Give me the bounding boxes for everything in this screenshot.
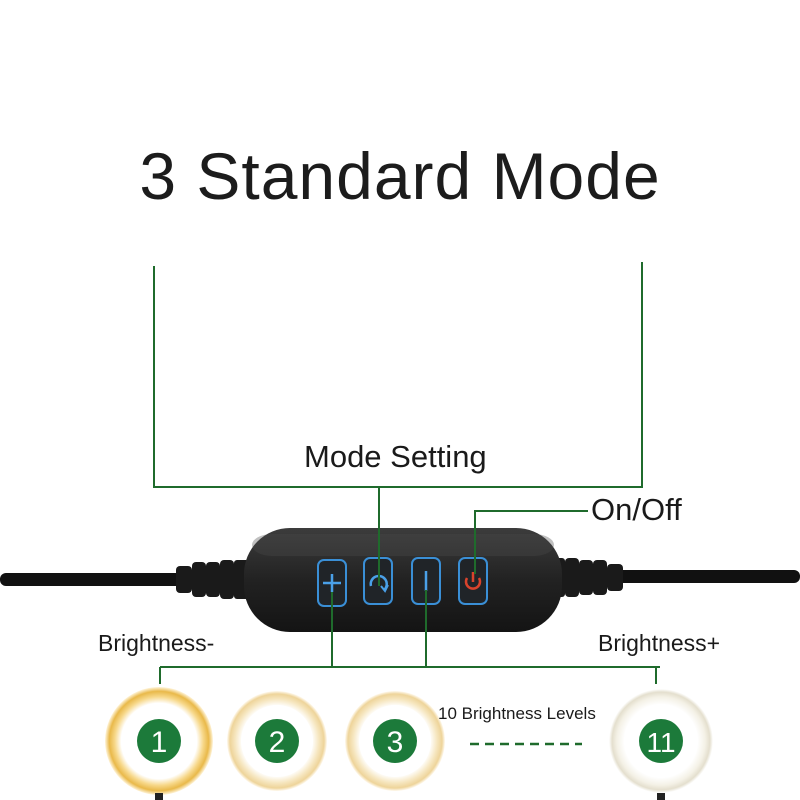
leader-lines [153,262,660,684]
mode-button[interactable] [363,557,393,605]
ring-light-1 [105,687,213,795]
level-number-3: 3 [387,726,404,759]
level-number-11: 11 [646,727,675,758]
brightness-plus-label: Brightness+ [598,630,721,656]
brightness-levels-label: 10 Brightness Levels [438,704,596,723]
strain-relief-left [176,560,254,599]
level-number-2: 2 [269,726,286,759]
ring-light-3 [345,691,445,791]
ring-light-11 [609,689,713,793]
level-badge-1 [137,719,181,763]
level-badge-3 [373,719,417,763]
level-badge-11 [639,719,683,763]
power-button[interactable] [458,557,488,605]
cable-left [0,573,185,586]
cable-right [615,570,800,583]
level-badge-2 [255,719,299,763]
mode-setting-label: Mode Setting [304,439,487,474]
ring-light-2 [227,691,327,791]
brightness-minus-label: Brightness- [98,630,215,656]
page-title: 3 Standard Mode [139,139,661,213]
on-off-label: On/Off [591,492,682,527]
level-number-1: 1 [151,726,168,759]
